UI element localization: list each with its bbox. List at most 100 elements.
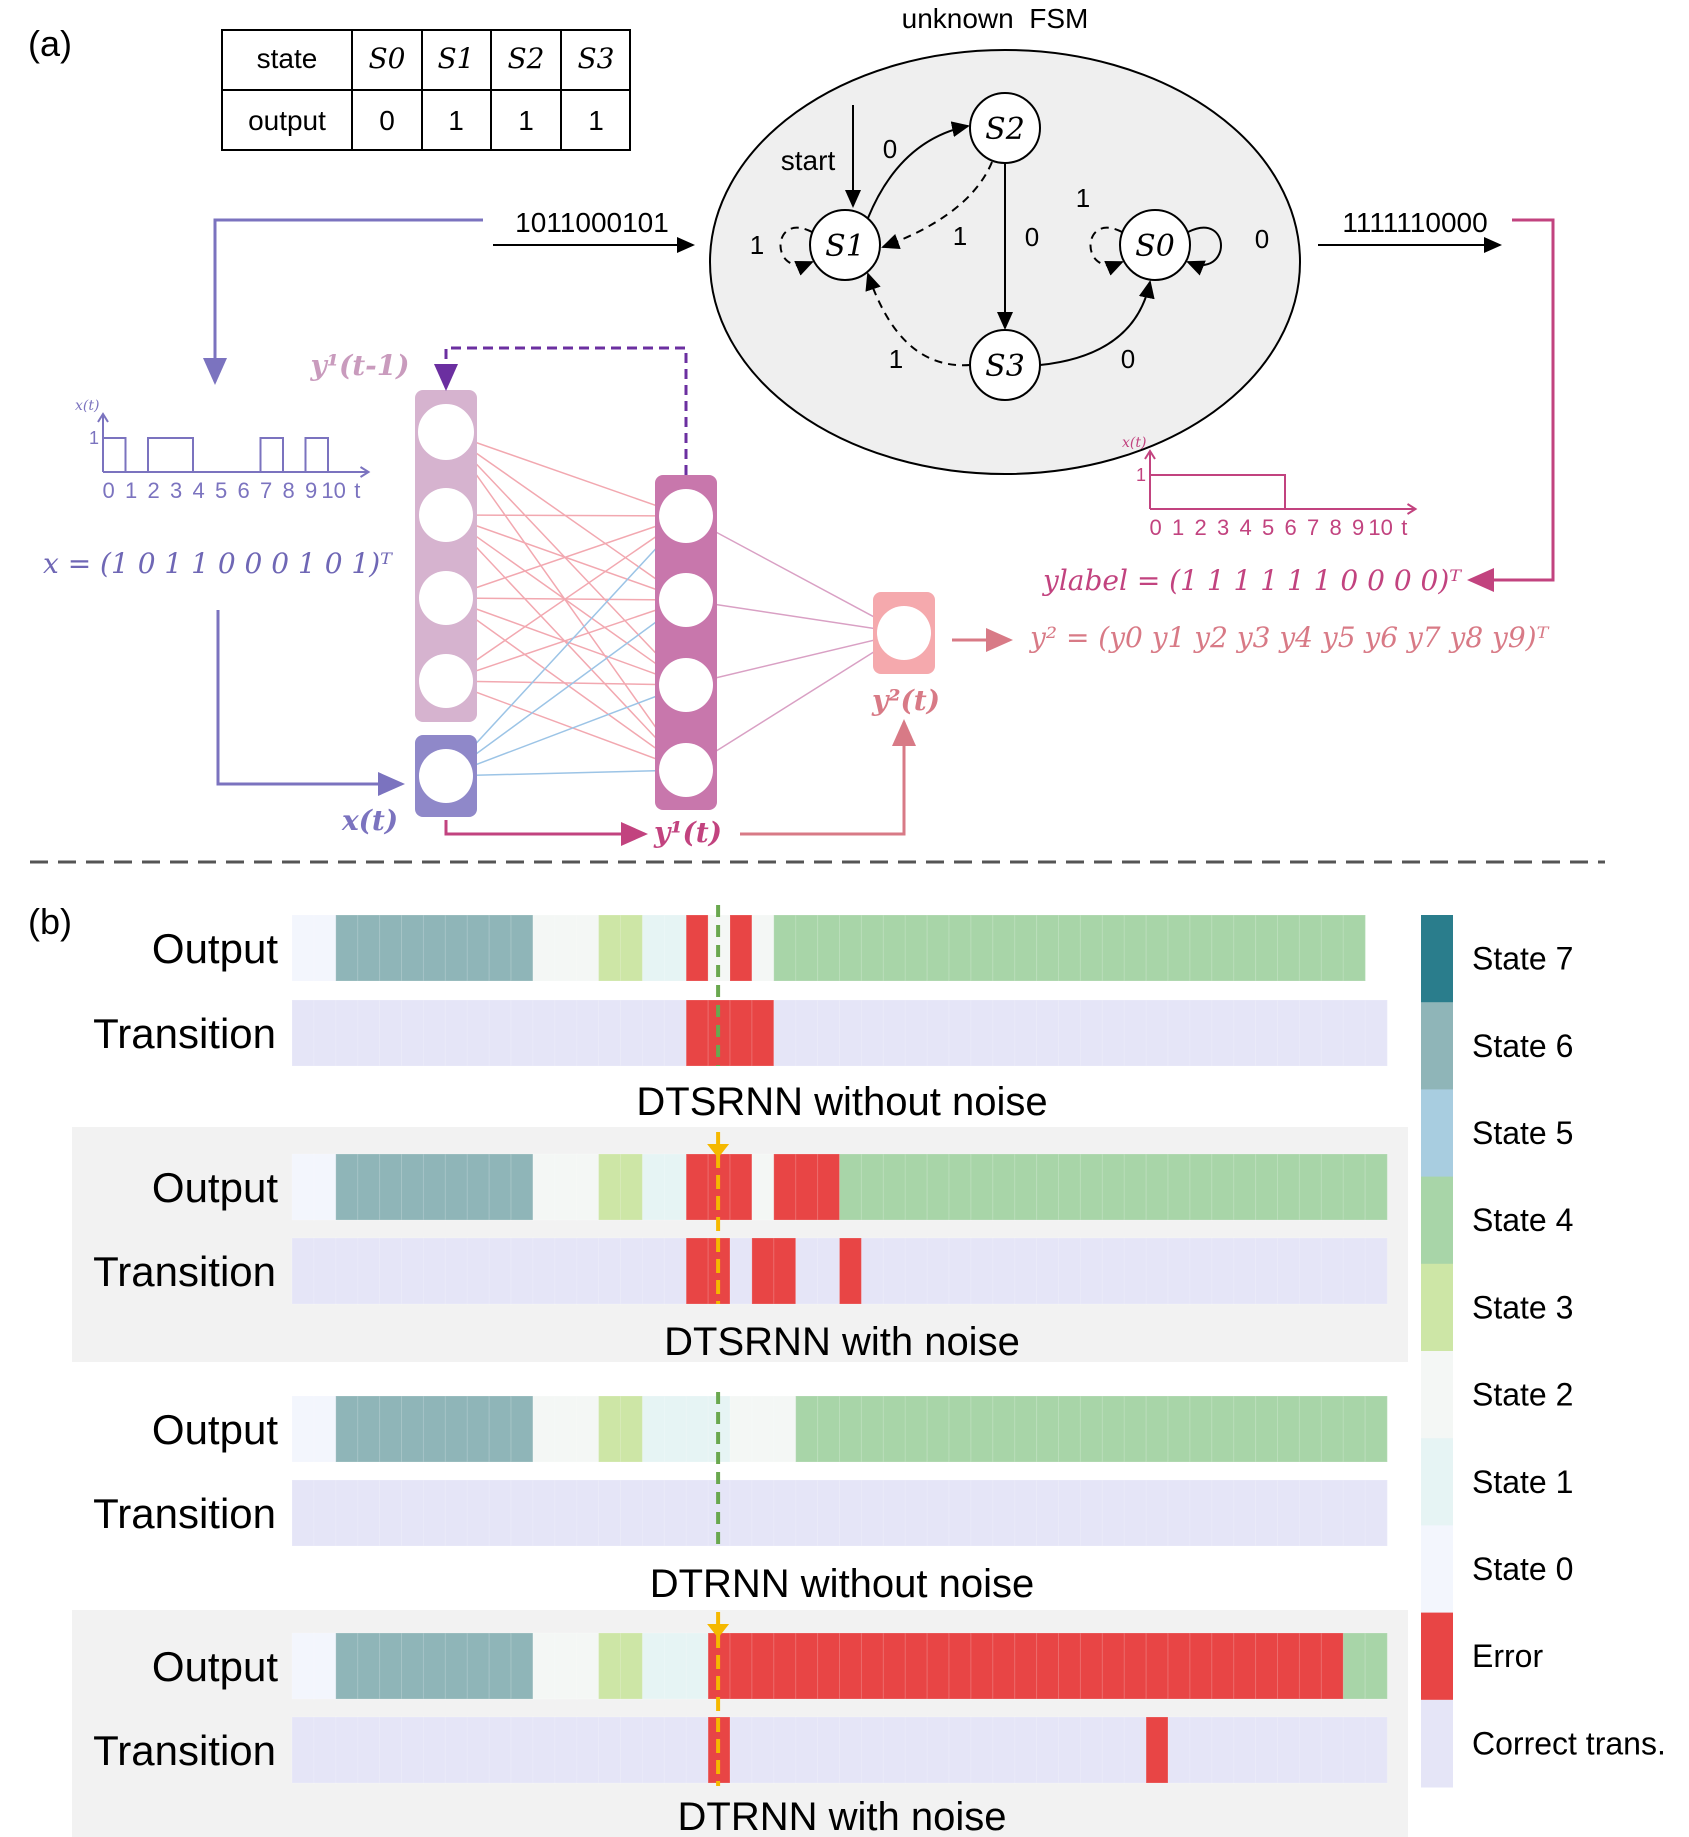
trace-cell <box>1145 1716 1169 1784</box>
row-label: Output <box>152 1643 278 1690</box>
weight-line <box>445 599 687 777</box>
trace-cell <box>620 914 644 982</box>
trace-cell <box>1189 1395 1213 1463</box>
output-sequence: 1111110000 <box>1342 207 1487 238</box>
trace-cell <box>1342 1716 1366 1784</box>
trace-cell <box>422 914 447 982</box>
trace-cell <box>1298 1632 1323 1700</box>
trace-cell <box>904 1479 928 1547</box>
trace-cell <box>729 999 753 1067</box>
trace-cell <box>401 1395 425 1463</box>
row-label: Output <box>152 1406 278 1453</box>
group-caption: DTRNN without noise <box>650 1562 1035 1606</box>
trace-cell <box>729 1479 753 1547</box>
trace-cell <box>641 1237 666 1305</box>
trace-cell <box>1079 1632 1104 1700</box>
trace-cell <box>1211 1153 1235 1221</box>
trace-cell <box>1364 1237 1388 1305</box>
weight-line <box>685 599 905 634</box>
trace-cell <box>379 1632 403 1700</box>
trace-cell <box>1320 1716 1345 1784</box>
trace-cell <box>839 1632 863 1700</box>
trace-cell <box>751 999 775 1067</box>
trace-cell <box>1277 1237 1301 1305</box>
trace-cell <box>1123 1479 1147 1547</box>
legend-label: State 6 <box>1472 1028 1573 1064</box>
trace-cell <box>926 1716 950 1784</box>
trace-cell <box>335 1395 359 1463</box>
trace-cell <box>1342 1237 1366 1305</box>
trace-cell <box>532 1632 556 1700</box>
label-y1-t-minus-1: y¹(t-1) <box>309 349 409 382</box>
row-label: Transition <box>93 1248 276 1295</box>
input-plot-x-tick: 7 <box>260 478 272 503</box>
trace-cell <box>1211 1632 1235 1700</box>
trace-cell <box>1211 1479 1235 1547</box>
trace-cell <box>576 1632 600 1700</box>
trace-cell <box>532 914 556 982</box>
trace-cell <box>685 1479 709 1547</box>
input-plot-x-unit: t <box>354 478 360 503</box>
trace-cell <box>1145 914 1169 982</box>
weight-line <box>445 431 687 686</box>
trace-cell <box>335 1632 359 1700</box>
row-label: Output <box>152 1164 278 1211</box>
trace-cell <box>554 1237 578 1305</box>
trace-cell <box>773 1153 797 1221</box>
trace-cell <box>685 1395 709 1463</box>
output-plot-y-arrowhead <box>1144 449 1156 460</box>
trace-cell <box>291 1153 315 1221</box>
input-plot-y-tick: 1 <box>89 428 99 448</box>
trace-cell <box>488 1153 512 1221</box>
legend-label: State 5 <box>1472 1115 1573 1151</box>
trace-cell <box>576 1395 600 1463</box>
trace-cell <box>948 1479 972 1547</box>
trace-cell <box>992 914 1016 982</box>
trace-cell <box>795 1153 819 1221</box>
trace-cell <box>1255 1716 1279 1784</box>
trace-cell <box>729 1395 753 1463</box>
trace-cell <box>510 1479 534 1547</box>
legend-label: State 4 <box>1472 1202 1573 1238</box>
trace-cell <box>598 1153 622 1221</box>
output-plot-x-tick: 5 <box>1262 515 1274 540</box>
trace-cell <box>291 1716 315 1784</box>
trace-cell <box>663 1632 687 1700</box>
trace-cell <box>904 1632 928 1700</box>
trace-cell <box>926 1237 950 1305</box>
output-plot-y-tick: 1 <box>1136 465 1146 485</box>
trace-cell <box>291 1395 315 1463</box>
trace-cell <box>1079 1716 1104 1784</box>
trace-cell <box>1036 999 1060 1067</box>
trace-cell <box>554 1632 578 1700</box>
trace-cell <box>313 999 337 1067</box>
trace-cell <box>444 1237 468 1305</box>
trace-cell <box>860 1632 885 1700</box>
trace-cell <box>1320 1237 1345 1305</box>
trace-cell <box>1255 1395 1279 1463</box>
trace-cell <box>685 999 709 1067</box>
trace-cell <box>1014 1716 1038 1784</box>
trace-cell <box>620 1237 644 1305</box>
table-cell-s1: 1 <box>448 105 464 136</box>
trace-cell <box>904 1153 928 1221</box>
trace-cell <box>1298 1153 1323 1221</box>
trace-cell <box>510 1237 534 1305</box>
trace-cell <box>948 914 972 982</box>
trace-cell <box>554 1395 578 1463</box>
trace-cell <box>1342 914 1366 982</box>
trace-cell <box>1277 1395 1301 1463</box>
trace-cell <box>313 1395 337 1463</box>
trace-cell <box>926 1632 950 1700</box>
trace-cell <box>1342 1395 1366 1463</box>
output-plot-x-tick: 10 <box>1368 515 1392 540</box>
trace-cell <box>598 1716 622 1784</box>
trace-cell <box>1079 1237 1104 1305</box>
trace-cell <box>1036 1153 1060 1221</box>
trace-cell <box>817 1716 841 1784</box>
trace-cell <box>620 1716 644 1784</box>
trace-cell <box>401 1632 425 1700</box>
trace-cell <box>641 914 666 982</box>
trace-cell <box>882 914 906 982</box>
legend-swatch <box>1421 1351 1453 1439</box>
